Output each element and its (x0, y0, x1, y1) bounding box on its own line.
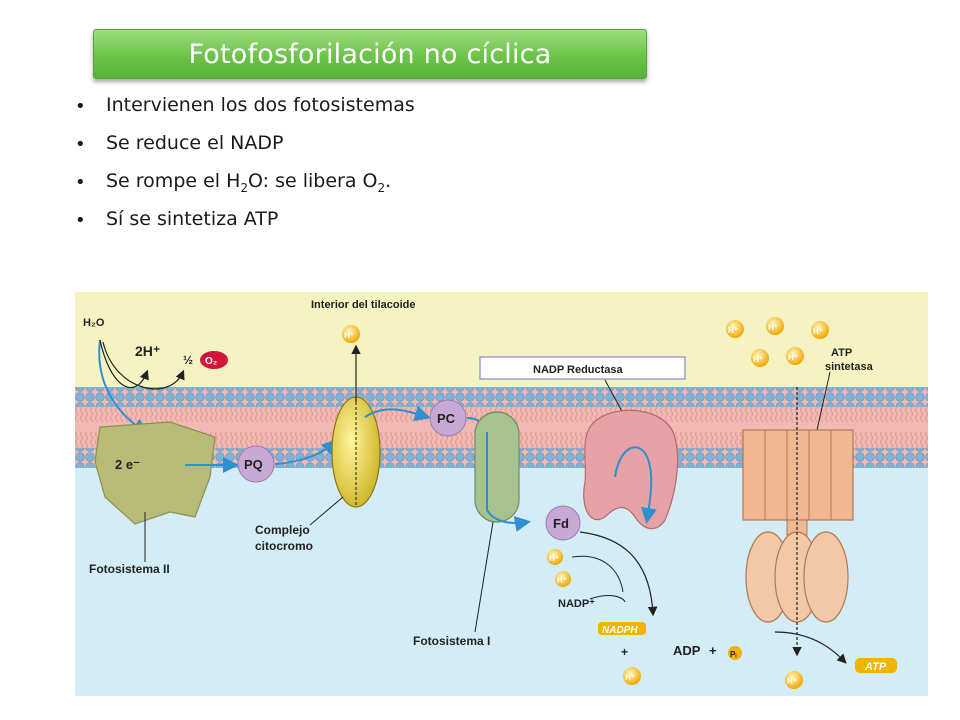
h-plus-icon: H⁺ (557, 576, 567, 585)
bullet-item: • Se reduce el NADP (75, 129, 415, 167)
photosystem-ii-label: Fotosistema II (89, 562, 170, 576)
bullet-dot-icon: • (75, 172, 86, 193)
title-banner: Fotofosforilación no cíclica (93, 29, 647, 79)
slide-title: Fotofosforilación no cíclica (188, 38, 552, 70)
thylakoid-membrane-diagram: Interior del tilacoide H₂O 2H⁺ ½ O₂ 2 e⁻… (75, 292, 928, 696)
bullet-text: Se rompe el H2O: se libera O2. (106, 170, 392, 195)
nadp-reductasa-label: NADP Reductasa (533, 364, 624, 376)
bullet-dot-icon: • (75, 96, 86, 117)
plus-label: + (621, 645, 628, 659)
adp-label: ADP (673, 643, 701, 658)
nadp-reductasa-shape (583, 409, 679, 530)
bullet-text: Sí se sintetiza ATP (106, 208, 279, 230)
interior-label: Interior del tilacoide (311, 299, 416, 311)
bullet-text: Intervienen los dos fotosistemas (106, 94, 415, 116)
lumen-protons: H⁺ H⁺ H⁺ H⁺ H⁺ H⁺ (342, 317, 829, 367)
h-plus-icon: H⁺ (787, 677, 797, 686)
atp-synthase-f0 (742, 429, 854, 521)
bullet-dot-icon: • (75, 134, 86, 155)
h-plus-icon: H⁺ (549, 554, 559, 563)
fd-label: Fd (553, 516, 569, 531)
svg-text:H⁺: H⁺ (813, 327, 823, 336)
photosystem-i-shape (474, 411, 520, 523)
bullet-text: Se reduce el NADP (106, 132, 284, 154)
pq-label: PQ (244, 457, 263, 472)
photosystem-i-label: Fotosistema I (413, 634, 490, 648)
atp-icon: ATP (864, 661, 887, 673)
atp-sintetasa-label-2: sintetasa (825, 361, 874, 373)
nadph-icon: NADPH (602, 625, 638, 636)
atp-synthase-f1 (803, 531, 849, 623)
svg-text:H⁺: H⁺ (344, 331, 354, 340)
complejo-label: Complejo (255, 523, 310, 537)
half-label: ½ (183, 353, 193, 367)
atp-sintetasa-label-1: ATP (831, 347, 852, 359)
pc-label: PC (437, 411, 456, 426)
svg-text:H⁺: H⁺ (788, 353, 798, 362)
h-plus-icon: H⁺ (625, 673, 635, 682)
svg-text:H⁺: H⁺ (728, 326, 738, 335)
nadp-plus-label: NADP⁺ (558, 598, 595, 610)
svg-text:H⁺: H⁺ (753, 355, 763, 364)
svg-text:H⁺: H⁺ (768, 323, 778, 332)
bullet-item: • Sí se sintetiza ATP (75, 205, 415, 243)
bullet-item: • Intervienen los dos fotosistemas (75, 91, 415, 129)
upper-lipid-heads (75, 387, 928, 407)
two-h-label: 2H⁺ (135, 343, 160, 359)
bullet-item: • Se rompe el H2O: se libera O2. (75, 167, 415, 205)
electron-label: 2 e⁻ (115, 457, 140, 472)
bullet-list: • Intervienen los dos fotosistemas • Se re… (75, 91, 415, 243)
citocromo-label: citocromo (255, 539, 313, 553)
plus-label: + (709, 643, 717, 658)
photosystem-ii-shape (94, 421, 216, 525)
pi-icon: Pᵢ (730, 650, 736, 659)
bullet-dot-icon: • (75, 210, 86, 231)
h2o-label: H₂O (83, 317, 105, 329)
o2-icon: O₂ (205, 356, 217, 367)
